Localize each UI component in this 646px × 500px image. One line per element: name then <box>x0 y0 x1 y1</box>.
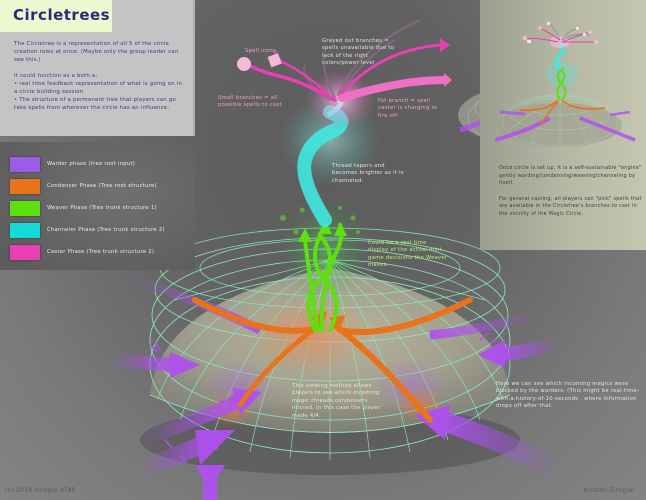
preview-text: Once circle is set up, it is a self-sust… <box>499 165 644 219</box>
caster-swatch <box>10 245 40 260</box>
author-credit: Kirsten Zirngibl <box>584 487 635 494</box>
intro-bullet-2: • The structure of a permanent tree that… <box>14 97 176 111</box>
legend-item-caster: Caster Phase (Tree trunk structure 2) <box>10 245 195 261</box>
legend-item-channeler: Channeler Phase (Tree trunk structure 2) <box>10 223 195 239</box>
intro-bullet-1: • real time feedback representation of w… <box>14 81 183 95</box>
intro-paragraph-2: It could function as a both a: <box>14 73 98 79</box>
legend-label: Caster Phase (Tree trunk structure 2) <box>47 249 155 255</box>
annotation-grayed-branches: Grayed out branches = spells unavailable… <box>322 38 395 67</box>
condenser-swatch <box>10 179 40 194</box>
preview-paragraph-2: For general casting, all players can "pi… <box>499 196 642 217</box>
intro-text: The Circletree is a representation of al… <box>14 40 186 112</box>
title-box: Circletrees <box>0 0 112 32</box>
legend-item-weaver: Weaver Phase (Tree trunk structure 1) <box>10 201 195 217</box>
annotation-small-branches: Small branches = all possible spells to … <box>218 95 282 109</box>
legend-item-condenser: Condenser Phase (Tree root structure) <box>10 179 195 195</box>
annotation-thread-tapers: Thread tapers and becomes brighter as it… <box>332 163 404 184</box>
spell-icon-circle <box>237 57 251 71</box>
phase-legend: Warder phase (tree root input) Condenser… <box>0 142 195 270</box>
preview-panel: Once circle is set up, it is a self-sust… <box>480 0 646 250</box>
warder-swatch <box>10 157 40 172</box>
preview-paragraph-1: Once circle is set up, it is a self-sust… <box>499 166 642 187</box>
caster-branches <box>243 43 449 102</box>
legend-label: Weaver Phase (Tree trunk structure 1) <box>47 205 157 211</box>
legend-label: Warder phase (tree root input) <box>47 161 136 167</box>
annotation-viewing-method: This viewing method allows players to se… <box>292 383 381 419</box>
condenser-roots <box>192 297 473 423</box>
legend-label: Condenser Phase (Tree root structure) <box>47 183 157 189</box>
page-title: Circletrees <box>13 6 111 24</box>
annotation-fat-branch: Fat branch = spell caster is charging to… <box>378 98 438 119</box>
info-panel: Circletrees The Circletree is a represen… <box>0 0 195 136</box>
weaver-swatch <box>10 201 40 216</box>
legend-item-warder: Warder phase (tree root input) <box>10 157 195 173</box>
intro-paragraph-1: The Circletree is a representation of al… <box>14 41 179 63</box>
copyright: (c) 2016 Google ATAP <box>5 487 76 494</box>
channeler-swatch <box>10 223 40 238</box>
legend-label: Channeler Phase (Tree trunk structure 2) <box>47 227 165 233</box>
spell-icon-square <box>267 53 282 68</box>
annotation-spell-icons: Spell icons <box>245 48 277 54</box>
annotation-warders-blocked: Here we can see which incoming magics we… <box>496 381 640 410</box>
annotation-weaver-display: Could be a real time display of the actu… <box>368 240 448 269</box>
warder-arrows <box>109 275 565 500</box>
